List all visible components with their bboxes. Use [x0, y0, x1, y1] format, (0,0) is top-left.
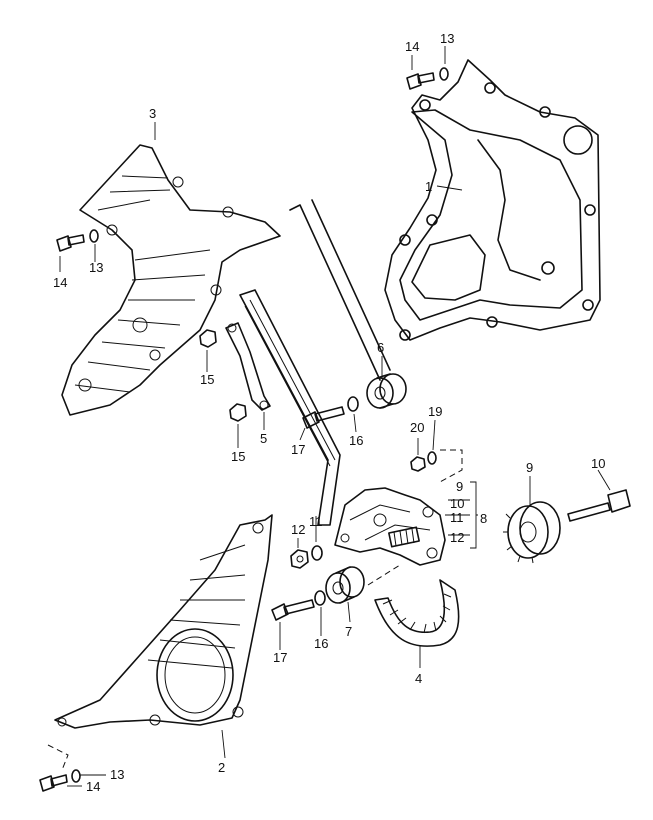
- leader-lines: [59, 46, 611, 787]
- washer-part-19[interactable]: [427, 451, 437, 465]
- callout-14-left: 14: [53, 275, 67, 290]
- nut-part-20[interactable]: [410, 456, 426, 472]
- group-bracket-8: [470, 481, 478, 549]
- washer-part-13-left[interactable]: [89, 229, 99, 243]
- bracket-part-5[interactable]: [225, 322, 271, 411]
- lower-belt-cover-part-2[interactable]: [54, 514, 273, 729]
- bolt-part-14-bottom[interactable]: [39, 774, 68, 792]
- callout-9-sprocket: 9: [526, 460, 533, 475]
- callout-17-lower: 17: [273, 650, 287, 665]
- bolt-part-17-lower[interactable]: [271, 599, 315, 621]
- tensioner-assembly-part-8[interactable]: [334, 487, 446, 566]
- callout-2: 2: [218, 760, 225, 775]
- bolt-part-10[interactable]: [567, 489, 631, 522]
- bolt-part-14-top[interactable]: [406, 72, 435, 90]
- callout-6: 6: [377, 340, 384, 355]
- callout-11-left: 11: [309, 514, 323, 529]
- nut-part-12[interactable]: [290, 549, 309, 569]
- nut-part-15-lower[interactable]: [229, 403, 247, 422]
- idler-roller-part-7[interactable]: [325, 566, 365, 604]
- callout-14-top: 14: [405, 39, 419, 54]
- callout-3: 3: [149, 106, 156, 121]
- callout-8: 8: [480, 511, 487, 526]
- callout-15-lower: 15: [231, 449, 245, 464]
- washer-part-11[interactable]: [311, 545, 323, 561]
- callout-17-upper: 17: [291, 442, 305, 457]
- timing-belt-part-4[interactable]: [239, 199, 460, 647]
- callout-4: 4: [415, 671, 422, 686]
- sprocket-part-9[interactable]: [503, 501, 561, 564]
- callout-13-top: 13: [440, 31, 454, 46]
- callout-13-bottom: 13: [110, 767, 124, 782]
- callout-12-group: 12: [450, 530, 464, 545]
- callout-10-group: 10: [450, 496, 464, 511]
- callout-7: 7: [345, 624, 352, 639]
- callout-1: 1: [425, 179, 432, 194]
- rear-timing-cover-part-1[interactable]: [384, 59, 601, 341]
- bolt-part-14-left[interactable]: [56, 234, 85, 252]
- washer-part-13-top[interactable]: [439, 67, 449, 81]
- callout-15-upper: 15: [200, 372, 214, 387]
- washer-part-16-lower[interactable]: [314, 590, 326, 606]
- bolt-part-17-upper[interactable]: [302, 406, 345, 429]
- callout-10-bolt: 10: [591, 456, 605, 471]
- group-bracket-tick: [445, 499, 470, 536]
- callout-9-group: 9: [456, 479, 463, 494]
- callout-19: 19: [428, 404, 442, 419]
- washer-part-13-bottom[interactable]: [71, 769, 81, 783]
- callout-11-group: 11: [450, 510, 464, 525]
- nut-part-15-upper[interactable]: [199, 329, 217, 348]
- callout-20: 20: [410, 420, 424, 435]
- callout-13-left: 13: [89, 260, 103, 275]
- upper-belt-cover-part-3[interactable]: [61, 144, 281, 416]
- idler-roller-part-6[interactable]: [366, 373, 407, 409]
- assembly-guide-lines: [47, 449, 463, 771]
- callout-16-lower: 16: [314, 636, 328, 651]
- washer-part-16-upper[interactable]: [347, 396, 359, 412]
- callout-5: 5: [260, 431, 267, 446]
- callout-14-bottom: 14: [86, 779, 100, 794]
- callout-16-upper: 16: [349, 433, 363, 448]
- callout-12-left: 12: [291, 522, 305, 537]
